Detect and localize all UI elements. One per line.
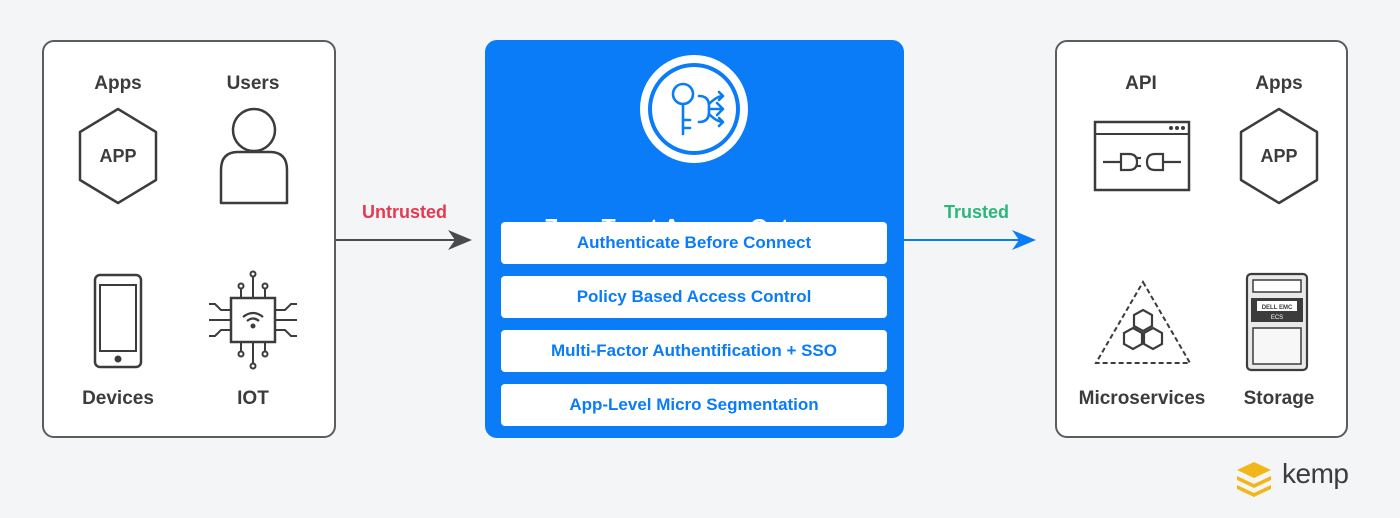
- users-label: Users: [226, 73, 280, 94]
- storage-model-text: ECS: [1271, 315, 1283, 321]
- untrusted-label: Untrusted: [362, 202, 447, 222]
- user-icon: [219, 107, 289, 205]
- smartphone-icon: [93, 273, 143, 369]
- right-panel: [1055, 40, 1348, 438]
- api-label: API: [1125, 73, 1157, 94]
- iot-chip-icon: [209, 270, 297, 370]
- iot-label: IOT: [237, 388, 269, 409]
- storage-brand-text: DELL EMC: [1262, 305, 1293, 311]
- devices-label: Devices: [82, 388, 154, 409]
- untrusted-arrow: [336, 230, 472, 250]
- feature-app-level-micro-segmentation: App-Level Micro Segmentation: [501, 384, 887, 426]
- right-app-icon-text: APP: [1260, 146, 1297, 166]
- trusted-arrow: [904, 230, 1036, 250]
- storage-server-icon: DELL EMC ECS: [1245, 272, 1309, 372]
- microservices-icon: [1094, 280, 1192, 364]
- apps-label: Apps: [94, 73, 142, 94]
- app-hexagon-icon: APP: [1239, 107, 1319, 205]
- kemp-logo-icon: [1237, 462, 1271, 497]
- feature-authenticate-before-connect: Authenticate Before Connect: [501, 222, 887, 264]
- microservices-label: Microservices: [1078, 388, 1206, 409]
- left-panel: [42, 40, 336, 438]
- key-icon: [640, 55, 748, 163]
- right-apps-label: Apps: [1255, 73, 1303, 94]
- storage-label: Storage: [1243, 388, 1315, 409]
- kemp-logo-text: kemp: [1282, 458, 1349, 489]
- app-icon-text: APP: [99, 146, 136, 166]
- feature-multi-factor-authentication: Multi-Factor Authentification + SSO: [501, 330, 887, 372]
- feature-policy-based-access-control: Policy Based Access Control: [501, 276, 887, 318]
- app-hexagon-icon: APP: [78, 107, 158, 205]
- trusted-label: Trusted: [944, 202, 1010, 222]
- zero-trust-gateway: Zero-Trust Access Gateway Authenticate B…: [485, 40, 904, 438]
- api-plug-icon: [1093, 120, 1191, 192]
